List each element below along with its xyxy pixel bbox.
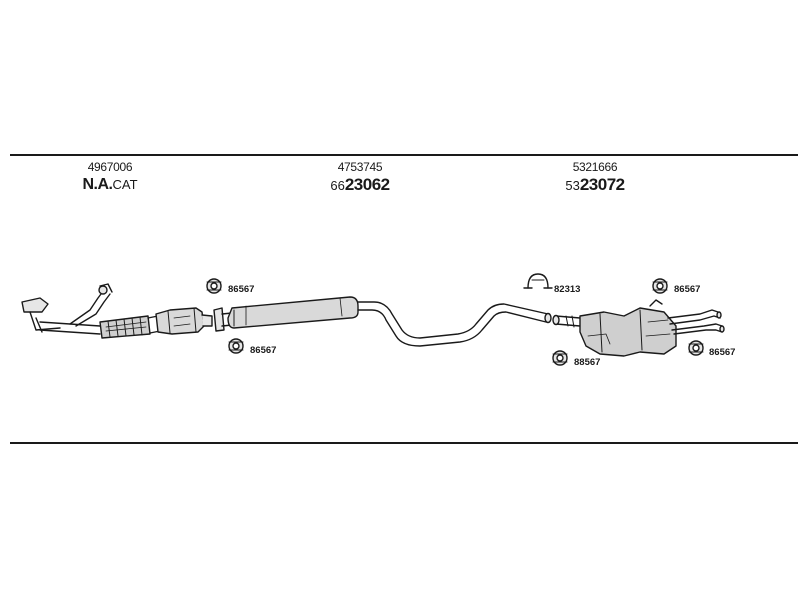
part-label-bracket-3: 86567 xyxy=(674,284,700,295)
part-label-clamp: 82313 xyxy=(554,284,580,295)
rubber-hanger-icon xyxy=(552,350,568,366)
bottom-divider xyxy=(10,442,798,444)
part-number: 4753745 xyxy=(337,160,383,174)
section-header-rear: 5321666 5323072 xyxy=(545,160,645,197)
part-label-bracket-5: 86567 xyxy=(709,347,735,358)
rubber-hanger-icon xyxy=(652,278,668,294)
section-header-middle: 4753745 6623062 xyxy=(310,160,410,197)
pipe-clamp-icon xyxy=(523,273,553,289)
part-number: 4967006 xyxy=(87,160,133,174)
catalog-code-prefix: 66 xyxy=(330,178,345,193)
rubber-hanger-icon xyxy=(228,338,244,354)
front-pipe-catalyst xyxy=(21,283,213,339)
part-label-bracket-2: 86567 xyxy=(250,345,276,356)
rubber-hanger-icon xyxy=(688,340,704,356)
section-header-front: 4967006 N.A.CAT xyxy=(70,160,150,196)
catalog-code-prefix: 53 xyxy=(565,178,580,193)
rear-silencer xyxy=(552,299,725,357)
top-divider xyxy=(10,154,798,156)
part-number: 5321666 xyxy=(572,160,618,174)
middle-silencer-pipe xyxy=(213,296,552,347)
catalog-code: N.A. xyxy=(82,176,113,193)
part-label-bracket-1: 86567 xyxy=(228,284,254,295)
rubber-hanger-icon xyxy=(206,278,222,294)
part-label-bracket-4: 88567 xyxy=(574,357,600,368)
catalog-code-suffix: CAT xyxy=(112,177,138,192)
catalog-code: 23072 xyxy=(579,175,625,194)
catalog-code: 23062 xyxy=(344,175,390,194)
